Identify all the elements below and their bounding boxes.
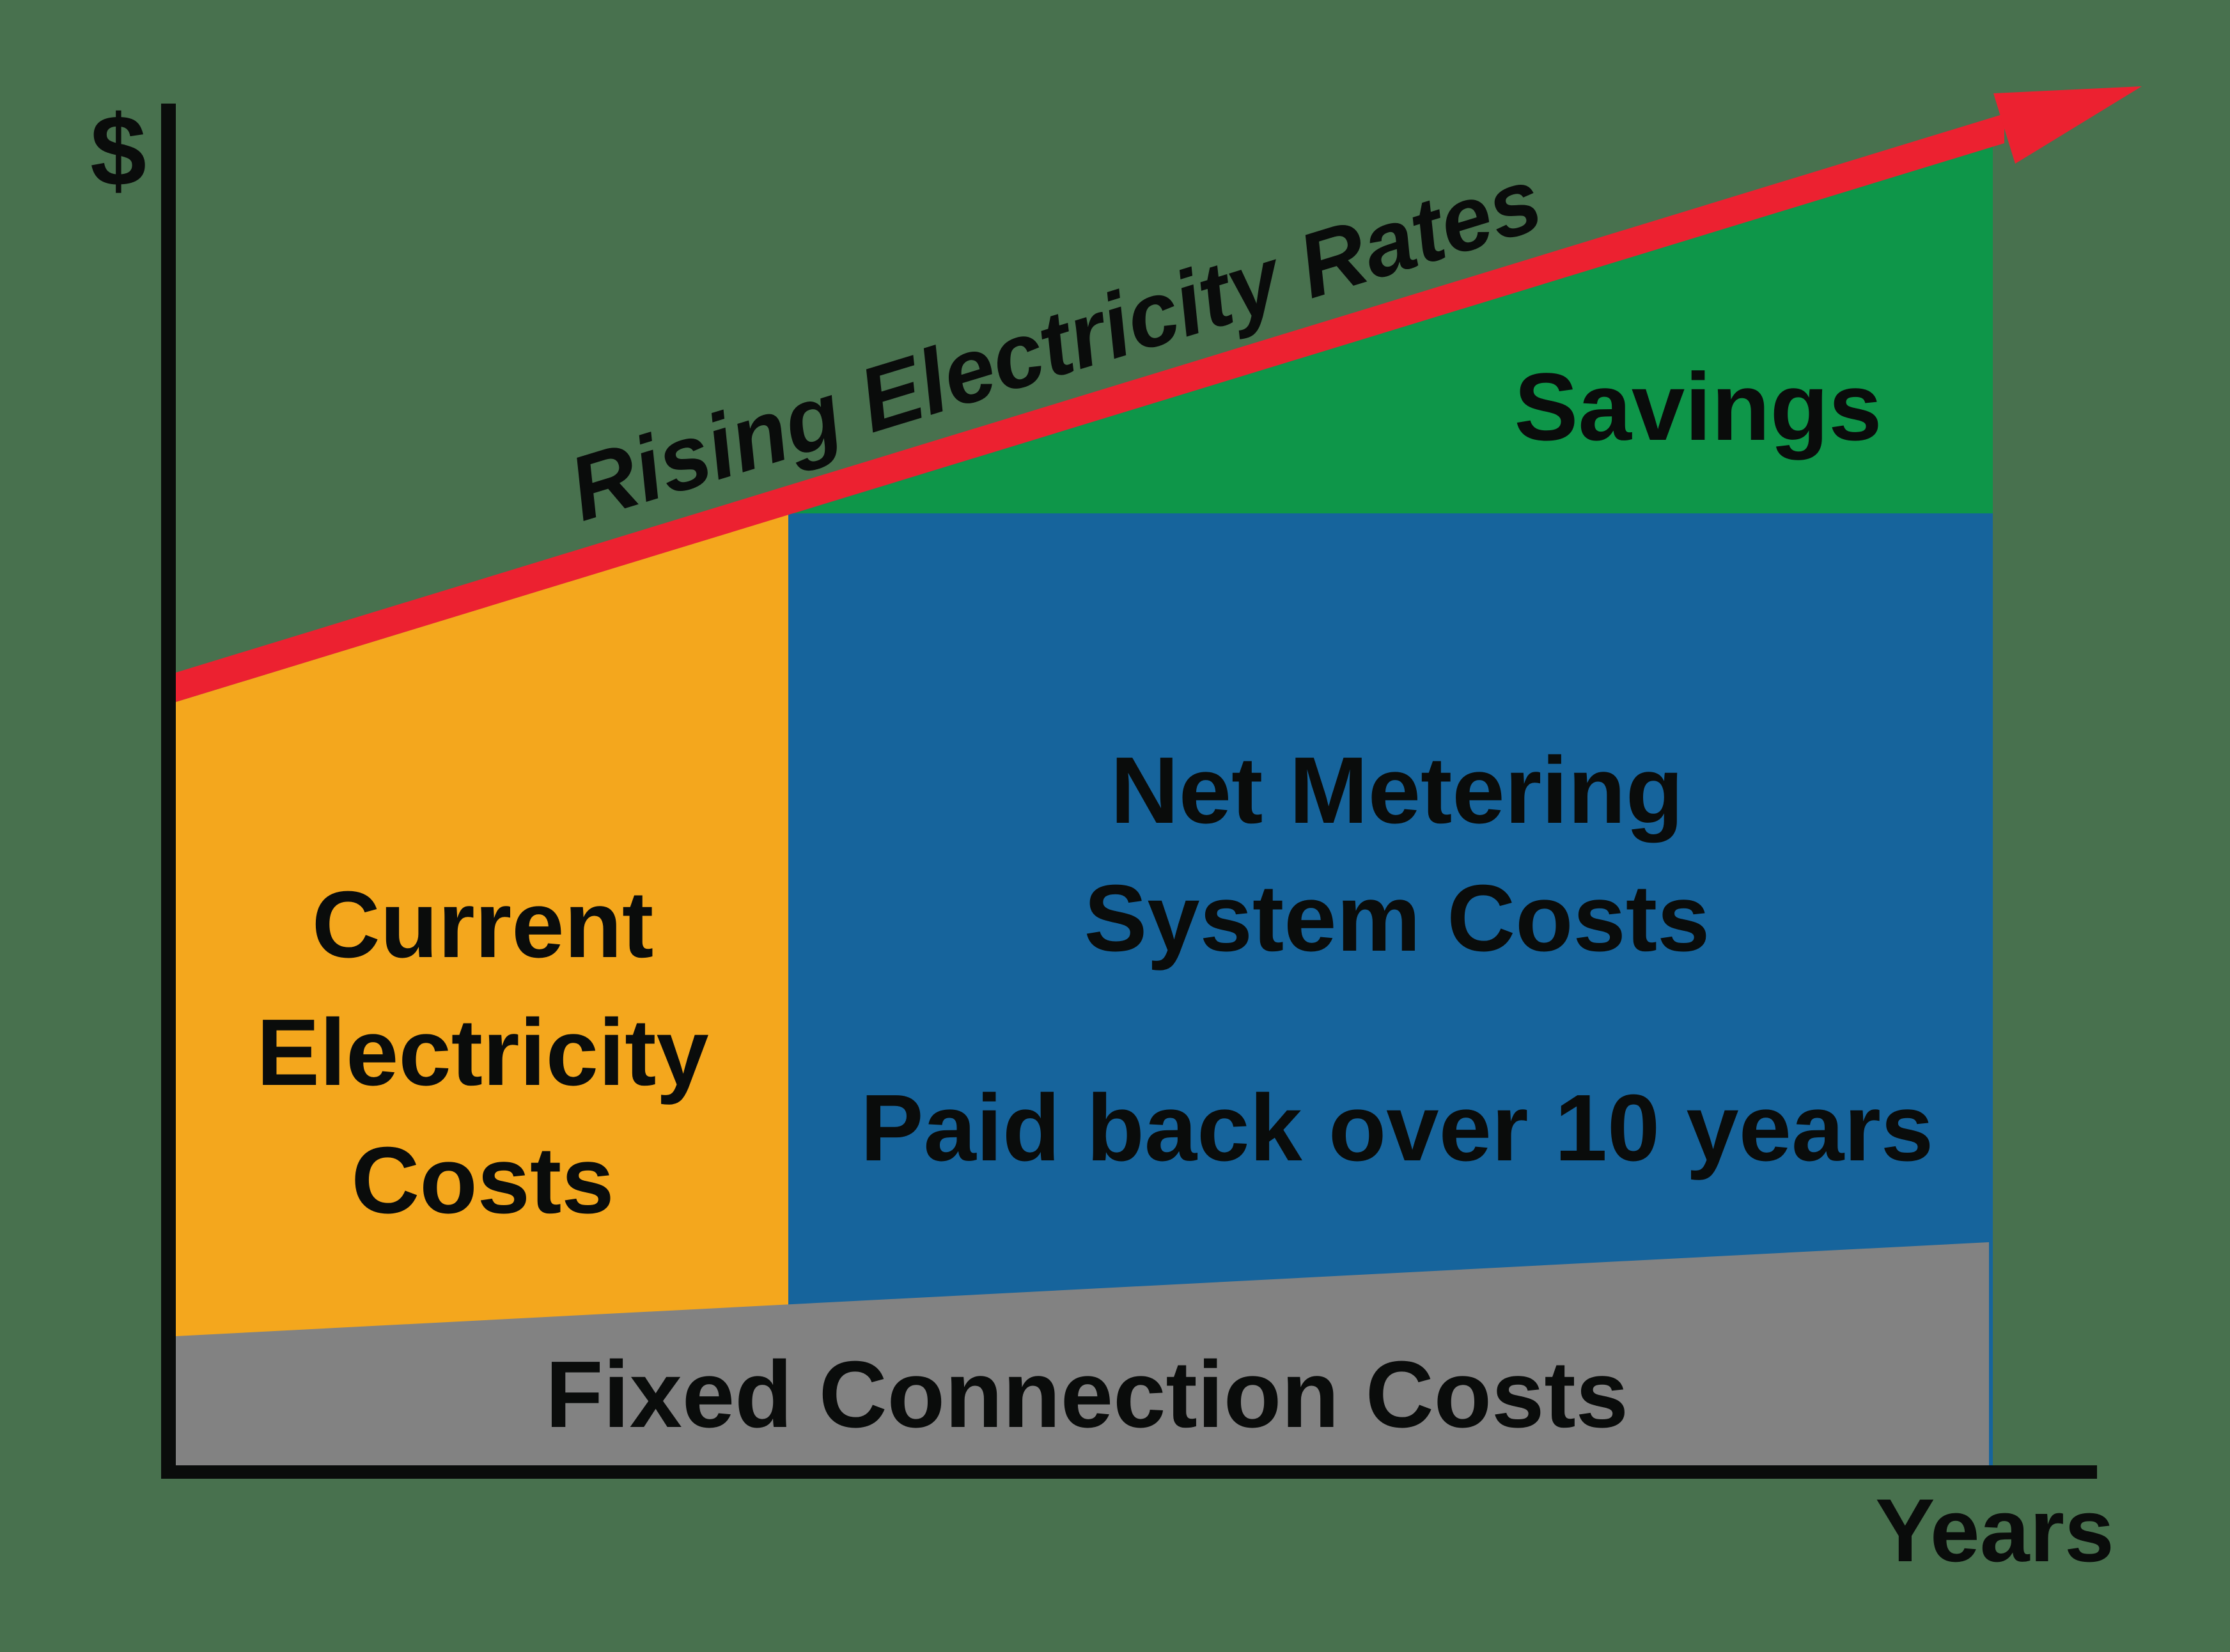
rising-rates-arrow-head [1993,86,2142,164]
x-axis-label: Years [1875,1480,2114,1580]
fixed-costs-label: Fixed Connection Costs [545,1342,1628,1447]
rising-rates-arrow-shaft [176,114,2004,702]
savings-label: Savings [1514,353,1882,460]
current-costs-label-line1: Current [312,872,653,978]
y-axis-label: $ [90,95,146,207]
current-costs-label-line3: Costs [351,1128,614,1233]
current-costs-label-line2: Electricity [256,1000,708,1105]
y-axis [161,104,176,1478]
net-metering-label-line2: System Costs [1084,866,1710,971]
paid-back-note: Paid back over 10 years [861,1075,1933,1181]
fixed-costs-region [176,1242,1989,1465]
net-metering-label-line1: Net Metering [1111,738,1683,843]
current-costs-region [176,515,788,1343]
x-axis [161,1465,2097,1479]
